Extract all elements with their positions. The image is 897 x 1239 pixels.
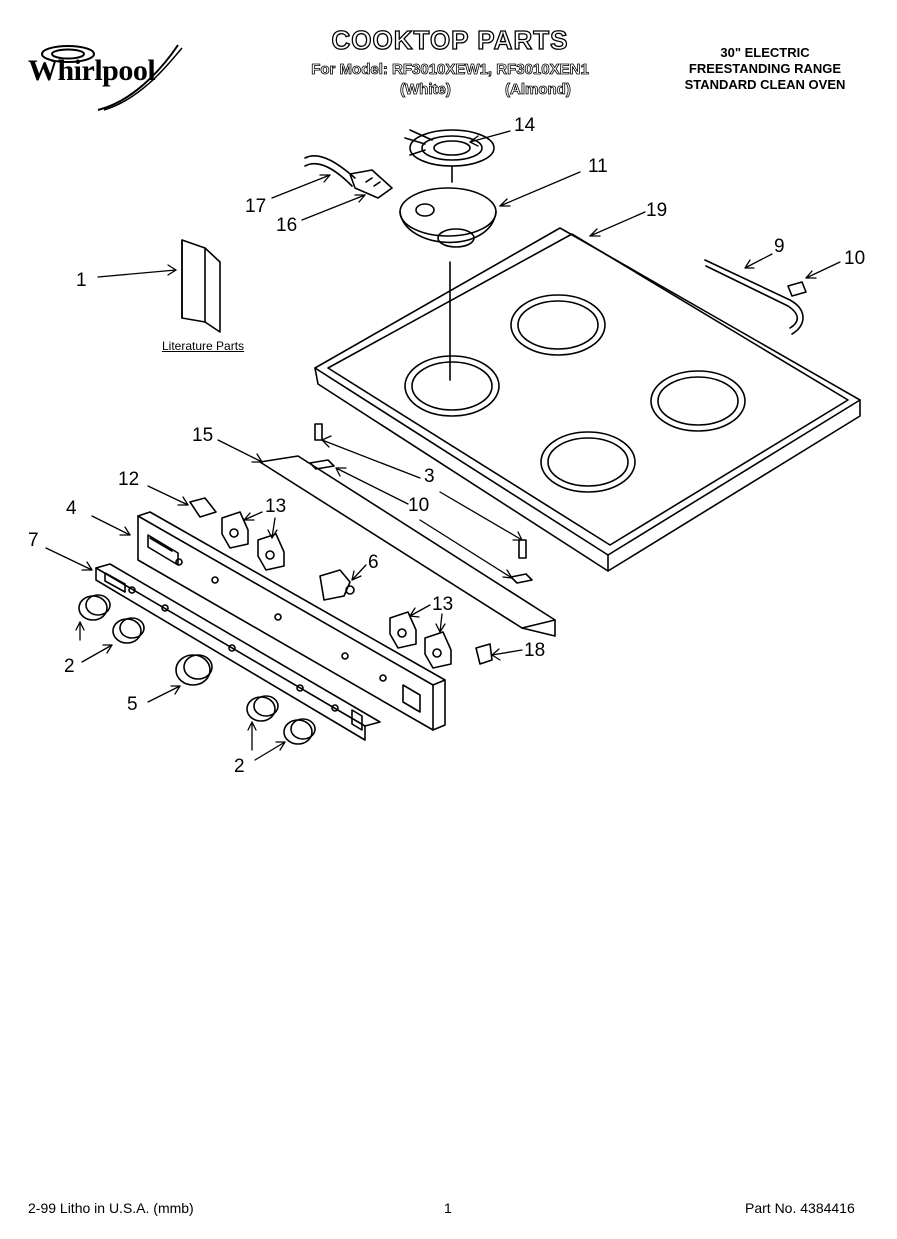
model-line: For Model: RF3010XEW1, RF3010XEN1	[311, 61, 589, 79]
brand-name: Whirlpool	[28, 54, 156, 87]
trim-strip	[96, 564, 380, 740]
callout-2a: 2	[64, 656, 75, 677]
callout-4: 4	[66, 498, 77, 519]
switches	[190, 498, 492, 668]
callout-1: 1	[76, 270, 87, 291]
callout-15: 15	[192, 425, 214, 446]
page-title: COOKTOP PARTS	[331, 24, 569, 55]
callout-12: 12	[118, 469, 140, 490]
callout-10: 10	[408, 495, 430, 516]
whirlpool-logo	[28, 40, 188, 115]
control-knobs	[79, 595, 315, 744]
callout-8: 9	[774, 236, 785, 257]
color-white: (White)	[400, 81, 452, 99]
drip-bowl	[400, 188, 496, 380]
leader-lines	[46, 131, 840, 760]
callout-19: 19	[646, 200, 668, 221]
spec-line-2: FREESTANDING RANGE	[688, 61, 842, 76]
surface-element	[405, 130, 494, 182]
part-number: Part No. 4384416	[745, 1200, 855, 1216]
callout-6: 6	[368, 552, 379, 573]
callout-14: 14	[514, 115, 536, 136]
callout-18: 18	[524, 640, 546, 661]
callout-2b: 2	[234, 756, 245, 777]
literature-book	[182, 240, 220, 332]
backguard-strip	[260, 424, 555, 636]
color-almond: (Almond)	[505, 81, 572, 99]
footer-print-info: 2-99 Litho in U.S.A. (mmb)	[28, 1200, 194, 1216]
spec-line-1: 30" ELECTRIC	[720, 45, 810, 60]
callout-3: 3	[424, 466, 435, 487]
page-number: 1	[444, 1200, 452, 1216]
wire-rod	[705, 260, 806, 334]
callout-17: 17	[245, 196, 267, 217]
control-panel	[138, 512, 445, 730]
callout-16: 16	[276, 215, 298, 236]
literature-parts-label: Literature Parts	[162, 339, 245, 353]
callout-9: 10	[844, 248, 866, 269]
callout-13a: 13	[265, 496, 287, 517]
cooktop-panel	[315, 228, 860, 571]
callout-5: 5	[127, 694, 138, 715]
callout-13b: 13	[432, 594, 454, 615]
callout-7: 7	[28, 530, 39, 551]
callout-11: 11	[588, 156, 608, 177]
logo-swoosh-icon	[41, 44, 183, 111]
spec-line-3: STANDARD CLEAN OVEN	[684, 77, 846, 92]
wire-terminal-block	[305, 156, 392, 198]
